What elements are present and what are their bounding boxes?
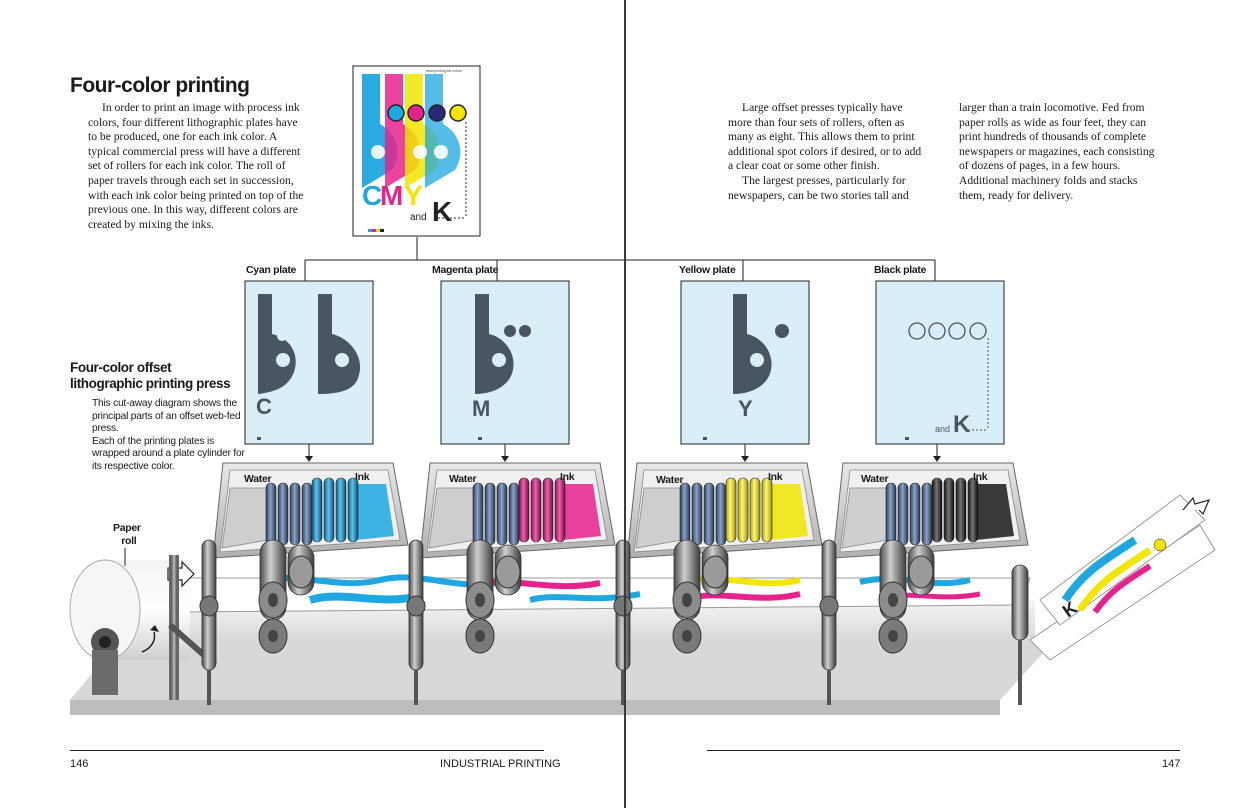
- caption-paragraph-1: This cut-away diagram shows the principa…: [92, 398, 241, 435]
- cyan-plate-letter: C: [256, 394, 272, 419]
- black-plate: and K: [875, 280, 1005, 462]
- right-col1-paragraph-1: Large offset presses typically have more…: [728, 101, 922, 173]
- right-column-2: larger than a train locomotive. Fed from…: [959, 101, 1159, 203]
- subtitle-line-1: Four-color offset: [70, 360, 172, 375]
- composite-letter-c: C: [362, 180, 382, 211]
- yellow-press-unit: [613, 462, 823, 705]
- right-col1-paragraph-2: The largest presses, particularly for ne…: [728, 173, 909, 202]
- press-base: [70, 600, 1055, 715]
- page-number-right: 147: [1162, 758, 1181, 770]
- output-sheet: K: [1029, 494, 1216, 661]
- composite-tiny-text: www.printing.ink colors: [426, 69, 462, 73]
- cyan-plate: C: [244, 280, 374, 462]
- yellow-plate: Y: [680, 280, 810, 462]
- composite-and: and: [410, 212, 427, 223]
- magenta-plate-letter: M: [472, 396, 490, 421]
- magenta-plate-label: Magenta plate: [432, 264, 499, 276]
- yellow-plate-label: Yellow plate: [679, 264, 736, 276]
- black-plate-and: and: [935, 424, 950, 434]
- intro-paragraph: In order to print an image with process …: [88, 101, 304, 231]
- intro-text: In order to print an image with process …: [88, 101, 306, 232]
- cyan-press-unit: [199, 462, 409, 705]
- water-label-cyan: Water: [244, 473, 272, 485]
- footer-rule-right: [707, 750, 1180, 751]
- black-plate-letter: K: [953, 411, 971, 438]
- caption-paragraph-2: Each of the printing plates is wrapped a…: [92, 435, 245, 472]
- paper-roll-label: Paper roll: [113, 522, 141, 548]
- output-support-post: [1011, 564, 1029, 705]
- composite-cmyk-sheet: C M Y and K www.printing.ink colors: [352, 65, 481, 237]
- yellow-plate-letter: Y: [738, 396, 753, 421]
- water-label-black: Water: [861, 473, 889, 485]
- ink-label-cyan: Ink: [355, 471, 370, 483]
- right-column-1: Large offset presses typically have more…: [728, 101, 928, 203]
- diagram-subtitle: Four-color offset lithographic printing …: [70, 360, 270, 392]
- footer-rule-left: [70, 750, 544, 751]
- water-label-magenta: Water: [449, 473, 477, 485]
- page-number-left: 146: [70, 758, 89, 770]
- magenta-press-unit: [406, 462, 616, 705]
- cyan-plate-label: Cyan plate: [246, 264, 297, 276]
- ink-label-black: Ink: [973, 471, 988, 483]
- running-head: INDUSTRIAL PRINTING: [440, 758, 561, 770]
- paper-roll-label-line-2: roll: [121, 535, 137, 547]
- water-label-yellow: Water: [656, 474, 684, 486]
- paper-roll: [69, 555, 217, 700]
- magenta-plate: M: [440, 280, 570, 462]
- ink-label-magenta: Ink: [560, 471, 575, 483]
- diagram-caption: This cut-away diagram shows the principa…: [92, 398, 252, 474]
- subtitle-line-2: lithographic printing press: [70, 376, 231, 391]
- composite-letter-y: Y: [404, 180, 423, 211]
- ink-label-yellow: Ink: [768, 471, 783, 483]
- black-press-unit: [819, 462, 1029, 705]
- right-col2-paragraph-1: larger than a train locomotive. Fed from…: [959, 101, 1155, 202]
- paper-roll-label-line-1: Paper: [113, 522, 141, 534]
- book-spine: [624, 0, 626, 808]
- composite-letter-k: K: [432, 196, 452, 227]
- black-plate-label: Black plate: [874, 264, 927, 276]
- plate-connector-lines: [304, 237, 936, 281]
- composite-letter-m: M: [380, 180, 403, 211]
- page-title: Four-color printing: [70, 74, 250, 97]
